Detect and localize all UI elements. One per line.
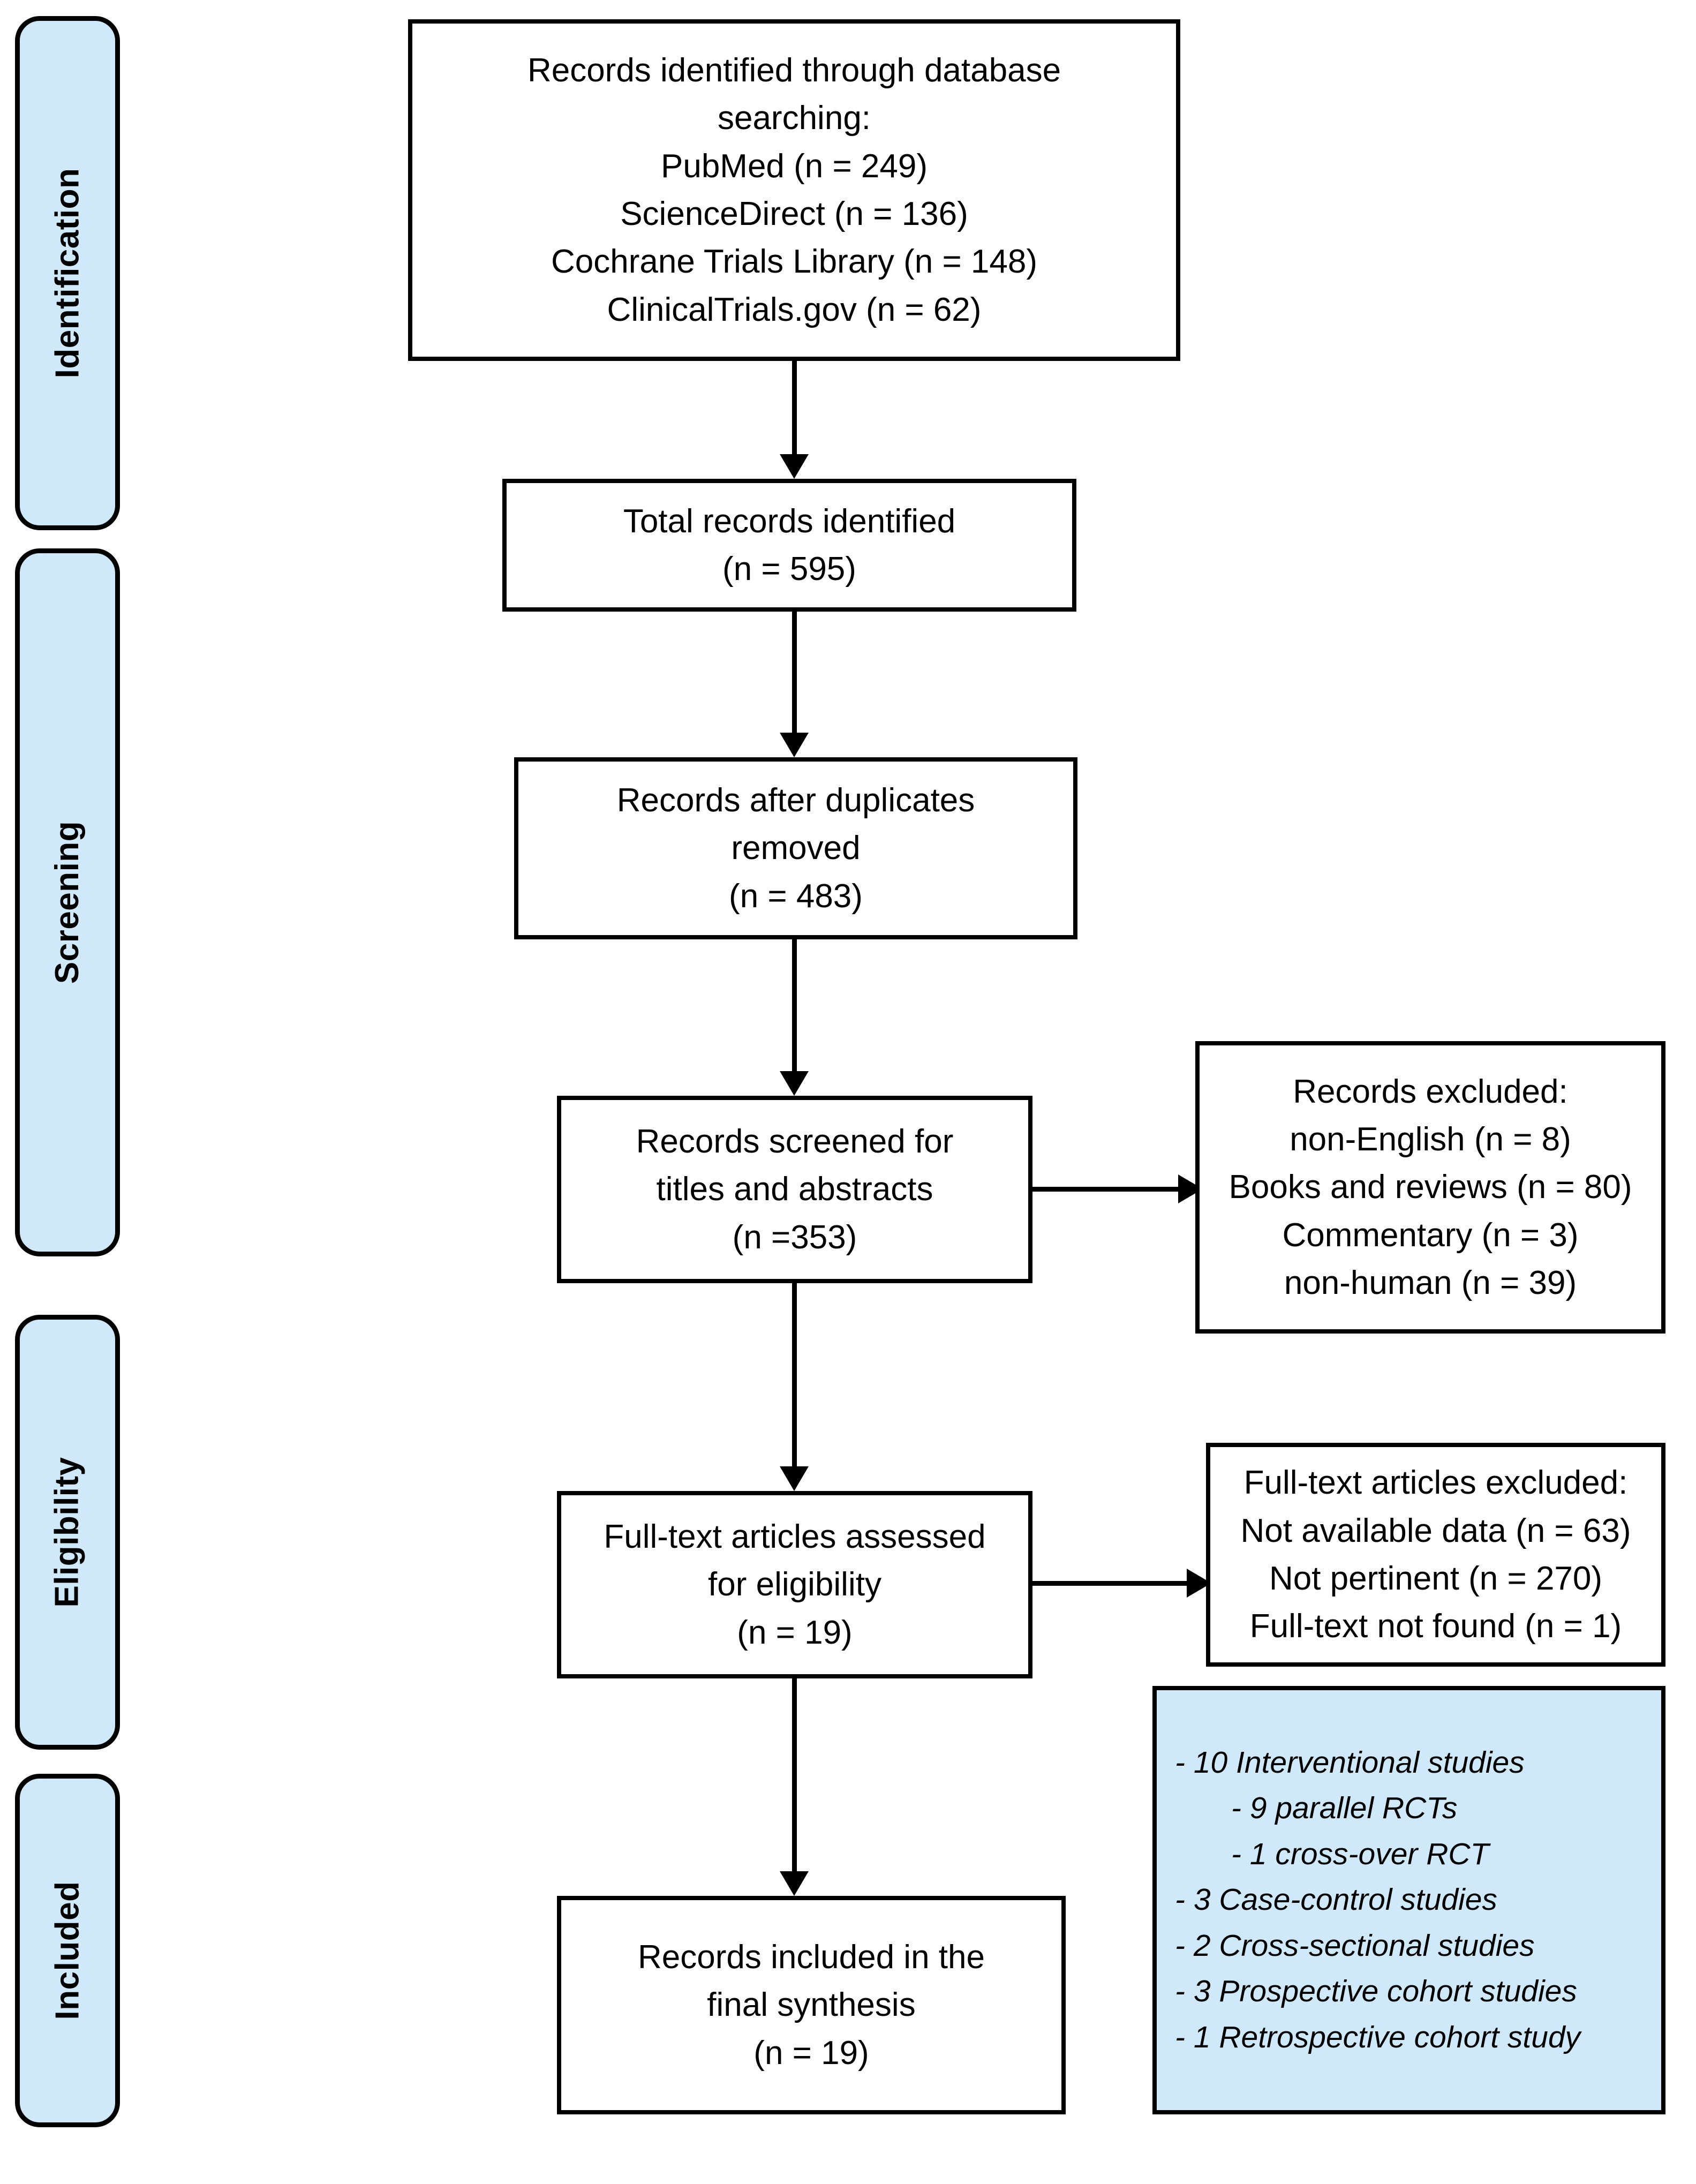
box-line: searching: [717, 100, 871, 137]
study-design-item: - 9 parallel RCTs [1231, 1791, 1458, 1826]
connector-screened-to-fulltext [792, 1283, 797, 1468]
study-design-item: - 1 cross-over RCT [1231, 1836, 1489, 1871]
box-line: for eligibility [708, 1566, 881, 1603]
box-line: (n = 19) [737, 1614, 853, 1651]
box-line: Records identified through database [527, 52, 1061, 89]
box-line: Total records identified [623, 502, 956, 540]
box-line: (n = 595) [722, 551, 856, 588]
connector-fulltext-to-excluded [1032, 1581, 1193, 1586]
box-included-study-designs: - 10 Interventional studies - 9 parallel… [1152, 1686, 1665, 2114]
box-line: Books and reviews (n = 80) [1228, 1169, 1632, 1206]
stage-tab-eligibility-label: Eligibility [49, 1457, 86, 1608]
study-design-item: - 3 Prospective cohort studies [1175, 1974, 1577, 2009]
stage-tab-identification[interactable]: Identification [15, 16, 120, 530]
connector-fulltext-to-included [792, 1678, 797, 1872]
box-records-screened: Records screened for titles and abstract… [557, 1096, 1032, 1283]
box-line: Full-text not found (n = 1) [1249, 1608, 1622, 1645]
box-line: Not pertinent (n = 270) [1269, 1560, 1603, 1597]
connector-total-to-duplicates [792, 612, 797, 735]
box-line: (n = 19) [753, 2034, 869, 2072]
box-line: (n =353) [732, 1218, 857, 1256]
arrowhead-screened-to-fulltext [780, 1466, 809, 1491]
box-line: ScienceDirect (n = 136) [620, 195, 968, 232]
arrowhead-sources-to-total [780, 454, 809, 479]
box-line: PubMed (n = 249) [660, 147, 928, 185]
box-records-excluded: Records excluded: non-English (n = 8) Bo… [1195, 1041, 1665, 1334]
stage-tab-included-label: Included [49, 1881, 86, 2020]
connector-sources-to-total [792, 361, 797, 456]
box-line: final synthesis [707, 1986, 916, 2024]
box-fulltext-excluded: Full-text articles excluded: Not availab… [1206, 1443, 1665, 1667]
box-line: (n = 483) [729, 877, 863, 915]
study-design-item: - 2 Cross-sectional studies [1175, 1928, 1535, 1963]
box-total-records-identified: Total records identified (n = 595) [502, 479, 1076, 612]
connector-duplicates-to-screened [792, 939, 797, 1073]
arrowhead-duplicates-to-screened [780, 1071, 809, 1096]
box-records-identified-sources: Records identified through database sear… [408, 19, 1180, 361]
box-line: titles and abstracts [656, 1171, 933, 1208]
box-line: Commentary (n = 3) [1282, 1216, 1579, 1254]
box-line: Records screened for [636, 1123, 954, 1161]
box-line: Full-text articles excluded: [1243, 1464, 1628, 1502]
box-line: Records included in the [638, 1939, 985, 1976]
box-line: Records excluded: [1293, 1073, 1568, 1110]
stage-tab-identification-label: Identification [49, 168, 86, 379]
study-design-item: - 3 Case-control studies [1175, 1882, 1497, 1917]
stage-tab-eligibility[interactable]: Eligibility [15, 1315, 120, 1750]
study-design-item: - 1 Retrospective cohort study [1175, 2020, 1581, 2054]
arrowhead-fulltext-to-included [780, 1871, 809, 1896]
box-line: Records after duplicates [616, 782, 975, 819]
stage-tab-screening-label: Screening [49, 820, 86, 984]
box-line: Not available data (n = 63) [1240, 1512, 1631, 1549]
box-line: Cochrane Trials Library (n = 148) [551, 243, 1038, 281]
box-line: removed [731, 830, 861, 867]
box-records-after-duplicates: Records after duplicates removed (n = 48… [514, 757, 1077, 939]
box-records-included-final: Records included in the final synthesis … [557, 1896, 1066, 2114]
study-design-item: - 10 Interventional studies [1175, 1745, 1525, 1780]
box-line: Full-text articles assessed [604, 1518, 986, 1556]
box-fulltext-assessed: Full-text articles assessed for eligibil… [557, 1491, 1032, 1678]
box-line: non-English (n = 8) [1290, 1121, 1571, 1158]
box-line: non-human (n = 39) [1284, 1264, 1577, 1301]
stage-tab-screening[interactable]: Screening [15, 548, 120, 1256]
box-line: ClinicalTrials.gov (n = 62) [607, 291, 982, 328]
stage-tab-included[interactable]: Included [15, 1774, 120, 2127]
arrowhead-total-to-duplicates [780, 733, 809, 757]
connector-screened-to-excluded [1032, 1187, 1182, 1192]
